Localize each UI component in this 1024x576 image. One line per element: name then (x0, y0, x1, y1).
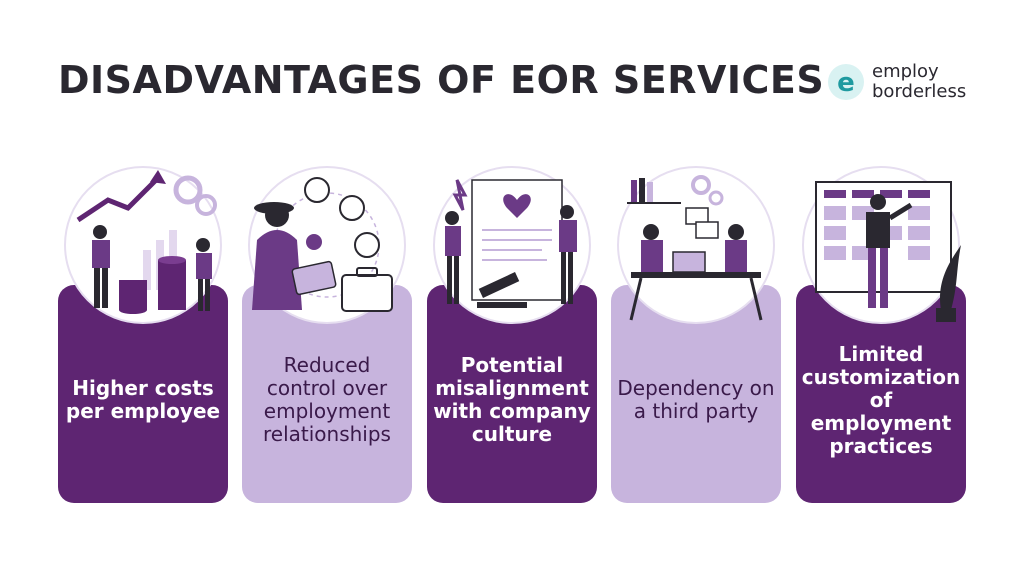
logo-mark-icon: e (828, 64, 864, 100)
page-title: DISADVANTAGES OF EOR SERVICES (58, 58, 825, 102)
logo-line-1: employ (872, 61, 939, 82)
logo-text: employ borderless (872, 62, 966, 102)
logo-line-2: borderless (872, 81, 967, 102)
legal-dispute-illustration (417, 160, 607, 330)
remote-team-illustration (232, 160, 422, 330)
stressed-workers-illustration (601, 160, 791, 330)
brand-logo: e employ borderless (828, 62, 978, 106)
card-label: Dependency on a third party (617, 376, 775, 423)
card-label: Limited customization of employment prac… (801, 341, 961, 458)
card-label: Higher costs per employee (65, 376, 221, 423)
svg-text:e: e (837, 68, 855, 98)
card-label: Potential misalignment with company cult… (433, 353, 591, 446)
card-label: Reduced control over employment relation… (263, 353, 391, 446)
cost-growth-illustration (48, 160, 238, 330)
planning-board-illustration (786, 160, 976, 330)
